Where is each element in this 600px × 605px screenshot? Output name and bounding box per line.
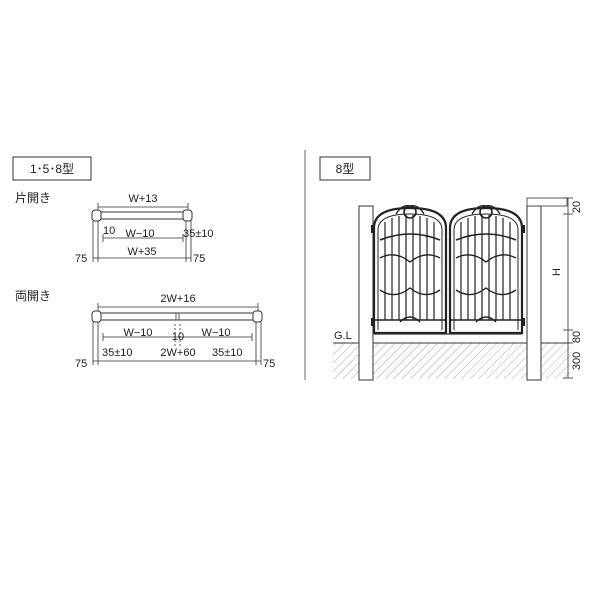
left-title-box xyxy=(12,156,92,181)
double-inner-left: W−10 xyxy=(123,327,152,339)
gate-leaf-right xyxy=(448,204,524,335)
double-tol-right: 35±10 xyxy=(212,347,243,359)
double-inner-right: W−10 xyxy=(201,327,230,339)
single-top-dim: W+13 xyxy=(128,193,157,205)
right-panel: 8型 G.L xyxy=(319,156,583,381)
double-top-dim: 2W+16 xyxy=(160,293,195,305)
gate-leaf-left xyxy=(372,204,448,335)
right-title: 8型 xyxy=(336,162,355,176)
dim-height: H xyxy=(551,268,563,276)
double-tol-left: 35±10 xyxy=(102,347,133,359)
double-post-left: 75 xyxy=(75,358,87,370)
double-post-right: 75 xyxy=(263,358,275,370)
double-heading: 両開き xyxy=(15,289,51,303)
dim-bottom: 80 xyxy=(571,331,583,343)
post-right xyxy=(526,205,542,381)
dim-embed: 300 xyxy=(571,352,583,370)
post-left xyxy=(358,205,374,381)
single-post-right: 75 xyxy=(193,253,205,265)
ground-label: G.L xyxy=(334,330,352,342)
right-title-box xyxy=(319,156,371,181)
single-swing: 片開き W+13 10 W−10 35±10 W+35 xyxy=(15,191,214,265)
dim-top: 20 xyxy=(571,201,583,213)
double-total: 2W+60 xyxy=(160,347,195,359)
single-inner: W−10 xyxy=(125,228,154,240)
double-center-gap: 10 xyxy=(172,331,184,343)
double-swing: 両開き 2W+16 W−10 10 W−10 xyxy=(15,289,275,370)
left-title: 1･5･8型 xyxy=(30,162,74,176)
single-post-left: 75 xyxy=(75,253,87,265)
single-bottom-dim: W+35 xyxy=(127,246,156,258)
left-panel: 1･5･8型 片開き W+13 10 W−10 35±10 xyxy=(12,156,275,370)
single-tolerance: 35±10 xyxy=(183,228,214,240)
single-heading: 片開き xyxy=(15,191,51,205)
single-gap: 10 xyxy=(103,225,115,237)
